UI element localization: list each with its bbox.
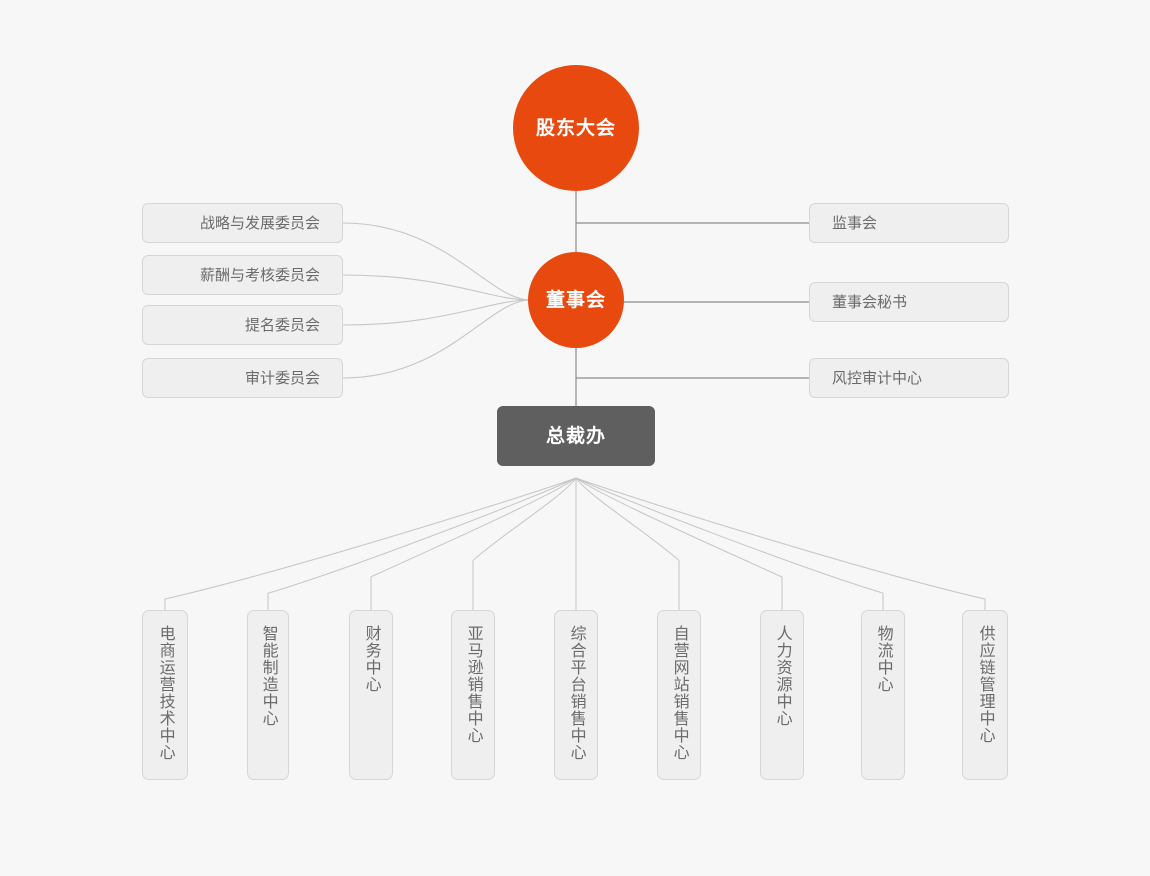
node-label: 股东大会 <box>535 117 616 139</box>
node-label: 财务中心 <box>362 625 380 693</box>
node-self-operated-website-sales-center[interactable]: 自营网站销售中心 <box>657 610 701 780</box>
node-shareholders-meeting[interactable]: 股东大会 <box>513 65 639 191</box>
node-label: 人力资源中心 <box>773 625 791 727</box>
node-label: 综合平台销售中心 <box>567 625 585 761</box>
node-label: 监事会 <box>832 214 878 232</box>
node-ecommerce-operations-tech-center[interactable]: 电商运营技术中心 <box>142 610 188 780</box>
node-label: 战略与发展委员会 <box>199 214 320 232</box>
node-president-office[interactable]: 总裁办 <box>497 406 655 466</box>
node-label: 董事会秘书 <box>832 293 908 311</box>
node-label: 总裁办 <box>545 425 606 447</box>
node-label: 智能制造中心 <box>259 625 277 727</box>
node-label: 亚马逊销售中心 <box>464 625 482 744</box>
node-label: 供应链管理中心 <box>976 625 994 744</box>
node-finance-center[interactable]: 财务中心 <box>349 610 393 780</box>
node-board-of-supervisors[interactable]: 监事会 <box>809 203 1009 243</box>
node-label: 提名委员会 <box>244 316 320 334</box>
node-strategy-development-committee[interactable]: 战略与发展委员会 <box>142 203 343 243</box>
node-label: 薪酬与考核委员会 <box>199 266 320 284</box>
node-integrated-platform-sales-center[interactable]: 综合平台销售中心 <box>554 610 598 780</box>
node-board-of-directors[interactable]: 董事会 <box>528 252 624 348</box>
node-amazon-sales-center[interactable]: 亚马逊销售中心 <box>451 610 495 780</box>
node-audit-committee[interactable]: 审计委员会 <box>142 358 343 398</box>
node-label: 电商运营技术中心 <box>156 625 174 761</box>
node-compensation-appraisal-committee[interactable]: 薪酬与考核委员会 <box>142 255 343 295</box>
node-label: 风控审计中心 <box>832 369 923 387</box>
node-label: 审计委员会 <box>244 369 320 387</box>
node-nomination-committee[interactable]: 提名委员会 <box>142 305 343 345</box>
node-logistics-center[interactable]: 物流中心 <box>861 610 905 780</box>
node-human-resources-center[interactable]: 人力资源中心 <box>760 610 804 780</box>
node-label: 自营网站销售中心 <box>670 625 688 761</box>
node-risk-control-audit-center[interactable]: 风控审计中心 <box>809 358 1009 398</box>
node-label: 物流中心 <box>874 625 892 693</box>
node-supply-chain-management-center[interactable]: 供应链管理中心 <box>962 610 1008 780</box>
node-label: 董事会 <box>545 289 606 311</box>
node-intelligent-manufacturing-center[interactable]: 智能制造中心 <box>247 610 289 780</box>
node-board-secretary[interactable]: 董事会秘书 <box>809 282 1009 322</box>
